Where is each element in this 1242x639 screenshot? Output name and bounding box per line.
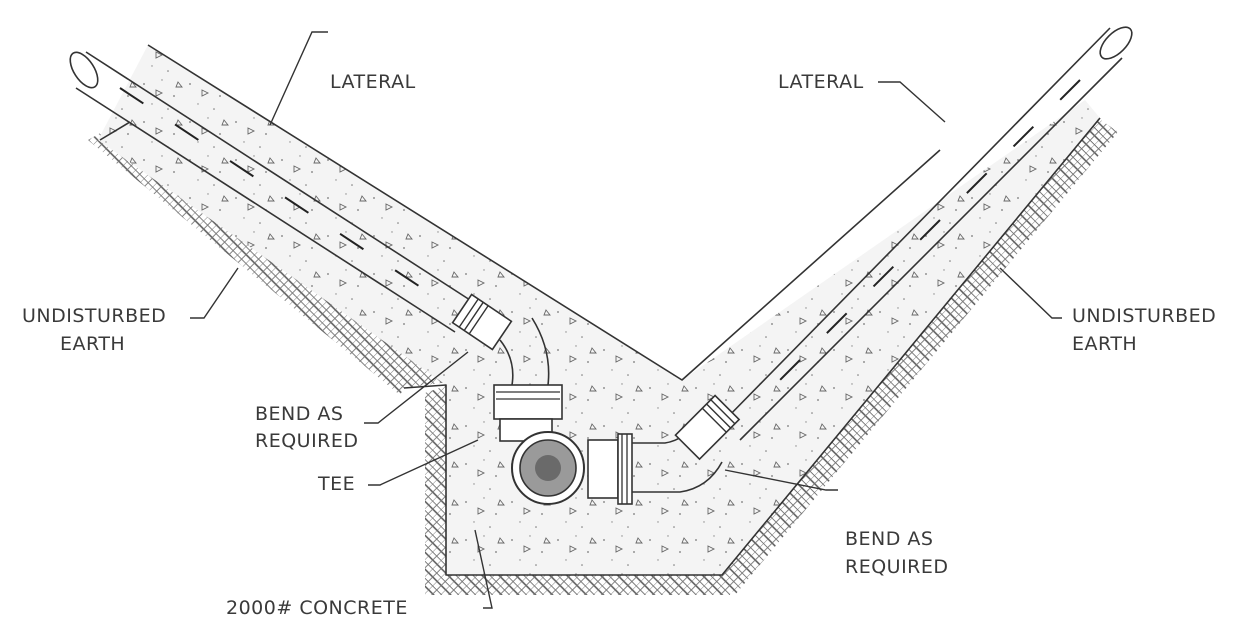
right-lateral-pipe [719, 26, 1133, 441]
label-lateral-right: LATERAL [778, 71, 864, 93]
label-bend-left-line2: REQUIRED [255, 430, 359, 452]
leader-lines [190, 31, 1062, 609]
label-undisturbed-earth-left-line1: UNDISTURBED [22, 305, 166, 327]
tee-fitting [511, 431, 633, 505]
label-undisturbed-earth-right-line2: EARTH [1072, 333, 1137, 355]
label-bend-right-line2: REQUIRED [845, 556, 949, 578]
right-bend-fitting [632, 394, 741, 493]
label-undisturbed-earth-right-line1: UNDISTURBED [1072, 305, 1216, 327]
concrete-encasement [98, 44, 1101, 576]
label-lateral-left: LATERAL [330, 71, 416, 93]
left-bend-fitting [451, 293, 563, 442]
left-lateral-pipe [69, 51, 471, 333]
label-tee: TEE [317, 473, 355, 495]
label-bend-right-line1: BEND AS [845, 528, 933, 550]
label-bend-left-line1: BEND AS [255, 403, 343, 425]
label-undisturbed-earth-left-line2: EARTH [60, 333, 125, 355]
label-concrete: 2000# CONCRETE [226, 597, 408, 619]
